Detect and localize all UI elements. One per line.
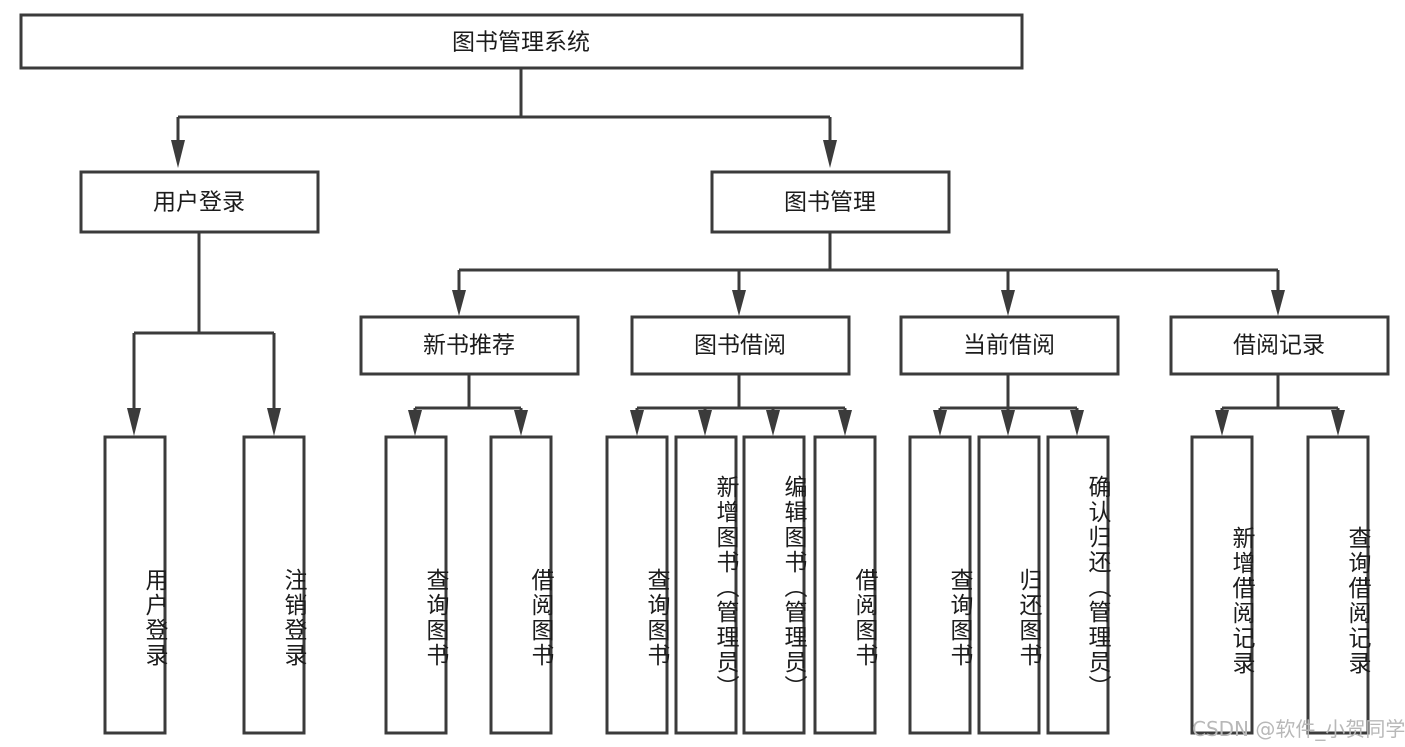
node-book-manage[interactable]: 图书管理 [710,170,951,234]
node-root-label: 图书管理系统 [452,30,590,56]
leaf-box-query-book-1[interactable] [384,435,448,735]
leaf-box-query-book-3[interactable] [908,435,972,735]
watermark-text: CSDN @软件_小贺同学 [1192,717,1405,741]
connector-borrowrecord-to-leaves [1215,374,1345,436]
leaf-box-query-book-2[interactable] [605,435,669,735]
connector-currentborrow-to-leaves [933,374,1084,436]
node-new-book-recommend-label: 新书推荐 [423,333,515,359]
node-book-borrow[interactable]: 图书借阅 [630,315,851,376]
leaf-box-edit-book[interactable] [742,435,806,735]
leaf-box-add-record[interactable] [1190,435,1254,735]
connector-bookborrow-to-leaves [630,374,852,436]
leaf-box-user-login[interactable] [103,435,167,735]
node-book-borrow-label: 图书借阅 [694,333,786,359]
connector-bookmanage-to-level3 [452,232,1285,316]
connector-root-to-level2 [171,68,837,168]
connector-newbook-to-leaves [408,374,528,436]
leaf-box-query-record[interactable] [1306,435,1370,735]
leaf-box-borrow-book-1[interactable] [489,435,553,735]
node-current-borrow[interactable]: 当前借阅 [899,315,1120,376]
node-book-manage-label: 图书管理 [784,190,876,216]
leaf-box-return-book[interactable] [977,435,1041,735]
connector-userlogin-to-leaves [127,232,281,436]
node-new-book-recommend[interactable]: 新书推荐 [359,315,580,376]
node-borrow-record-label: 借阅记录 [1233,333,1325,359]
node-borrow-record[interactable]: 借阅记录 [1169,315,1390,376]
leaf-box-borrow-book-2[interactable] [813,435,877,735]
leaf-box-add-book[interactable] [674,435,738,735]
node-user-login[interactable]: 用户登录 [79,170,320,234]
node-root[interactable]: 图书管理系统 [19,13,1024,70]
leaf-box-user-logout[interactable] [242,435,306,735]
leaf-box-confirm-return[interactable] [1046,435,1110,735]
node-current-borrow-label: 当前借阅 [963,333,1055,359]
node-user-login-label: 用户登录 [153,190,245,216]
